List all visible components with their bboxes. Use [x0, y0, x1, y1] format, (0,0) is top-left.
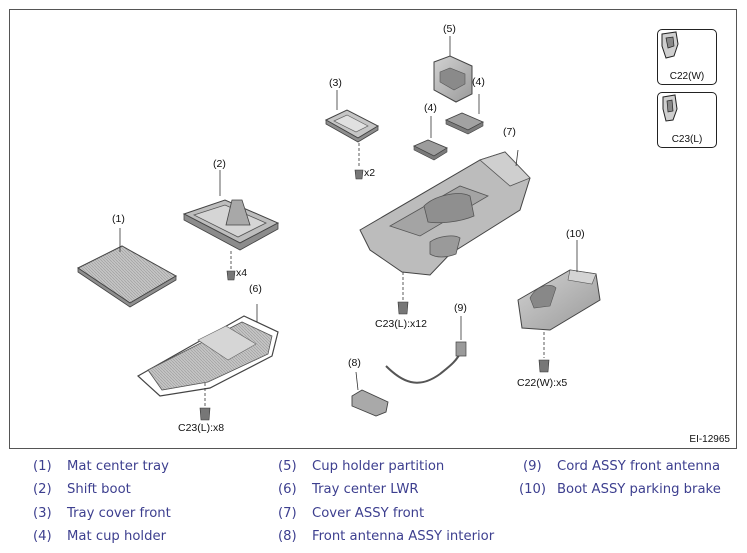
- legend-num: (6): [278, 482, 297, 497]
- legend-name: Cup holder partition: [312, 459, 445, 474]
- part-mat-cup-holder: [412, 94, 485, 161]
- legend-num: (8): [278, 529, 297, 544]
- callout-1: (1): [112, 213, 125, 225]
- callout-9: (9): [454, 302, 467, 314]
- legend-name: Shift boot: [67, 482, 131, 497]
- part-shift-boot: [182, 170, 280, 281]
- quantity-c23-x12: C23(L):x12: [375, 318, 427, 330]
- legend-num: (7): [278, 506, 297, 521]
- legend-item-10: (10) Boot ASSY parking brake: [519, 482, 721, 497]
- part-cup-holder-partition: [433, 36, 473, 103]
- callout-3: (3): [329, 77, 342, 89]
- quantity-c22-x5: C22(W):x5: [517, 377, 568, 389]
- callout-7: (7): [503, 126, 516, 138]
- clip-l-icon: [662, 94, 678, 122]
- legend-item-5: (5) Cup holder partition: [278, 459, 444, 474]
- legend-num: (2): [33, 482, 52, 497]
- callout-10: (10): [566, 228, 585, 240]
- fastener-type-c22w: C22(W): [657, 29, 717, 85]
- legend-name: Boot ASSY parking brake: [557, 482, 721, 497]
- legend-name: Tray cover front: [67, 506, 171, 521]
- legend-item-6: (6) Tray center LWR: [278, 482, 419, 497]
- legend-num: (3): [33, 506, 52, 521]
- legend-num: (4): [33, 529, 52, 544]
- part-cover-assy-front: [359, 149, 531, 315]
- fastener-label-c23l: C23(L): [671, 134, 703, 145]
- quantity-c23-x8: C23(L):x8: [178, 422, 225, 434]
- callout-2: (2): [213, 158, 226, 170]
- fastener-type-c23l: C23(L): [657, 92, 717, 148]
- legend-name: Cord ASSY front antenna: [557, 459, 721, 474]
- legend-name: Mat center tray: [67, 459, 169, 474]
- parts-legend: (1) Mat center tray (2) Shift boot (3) Tray…: [0, 452, 747, 553]
- legend-item-4: (4) Mat cup holder: [33, 529, 166, 544]
- quantity-x4: x4: [236, 267, 248, 279]
- clip-w-icon: [661, 31, 679, 59]
- legend-item-9: (9) Cord ASSY front antenna: [523, 459, 720, 474]
- callout-4b: (4): [472, 76, 485, 88]
- legend-item-3: (3) Tray cover front: [33, 506, 171, 521]
- part-tray-center-lwr: [136, 304, 279, 421]
- callout-6: (6): [249, 283, 262, 295]
- legend-name: Cover ASSY front: [312, 506, 425, 521]
- callout-5: (5): [443, 23, 456, 35]
- legend-num: (9): [523, 459, 542, 474]
- part-front-antenna-assy: [351, 371, 389, 417]
- legend-item-1: (1) Mat center tray: [33, 459, 169, 474]
- legend-name: Front antenna ASSY interior: [312, 529, 495, 544]
- part-cord-assy: [385, 316, 467, 384]
- callout-4a: (4): [424, 102, 437, 114]
- diagram-frame: (1) (2) (3) (4) (4) (5) (6) (7) (8) (9) …: [9, 9, 737, 449]
- legend-num: (1): [33, 459, 52, 474]
- part-mat-center-tray: [77, 228, 178, 308]
- legend-item-2: (2) Shift boot: [33, 482, 131, 497]
- part-tray-cover-front: [324, 90, 380, 180]
- legend-name: Tray center LWR: [312, 482, 419, 497]
- reference-code: EI-12965: [689, 434, 730, 445]
- callout-8: (8): [348, 357, 361, 369]
- legend-name: Mat cup holder: [67, 529, 166, 544]
- legend-num: (10): [519, 482, 547, 497]
- part-boot-assy-parking-brake: [517, 240, 601, 373]
- legend-item-8: (8) Front antenna ASSY interior: [278, 529, 494, 544]
- legend-item-7: (7) Cover ASSY front: [278, 506, 424, 521]
- fastener-label-c22w: C22(W): [669, 71, 705, 82]
- legend-num: (5): [278, 459, 297, 474]
- parts-illustration: [77, 36, 601, 421]
- quantity-x2: x2: [364, 167, 376, 179]
